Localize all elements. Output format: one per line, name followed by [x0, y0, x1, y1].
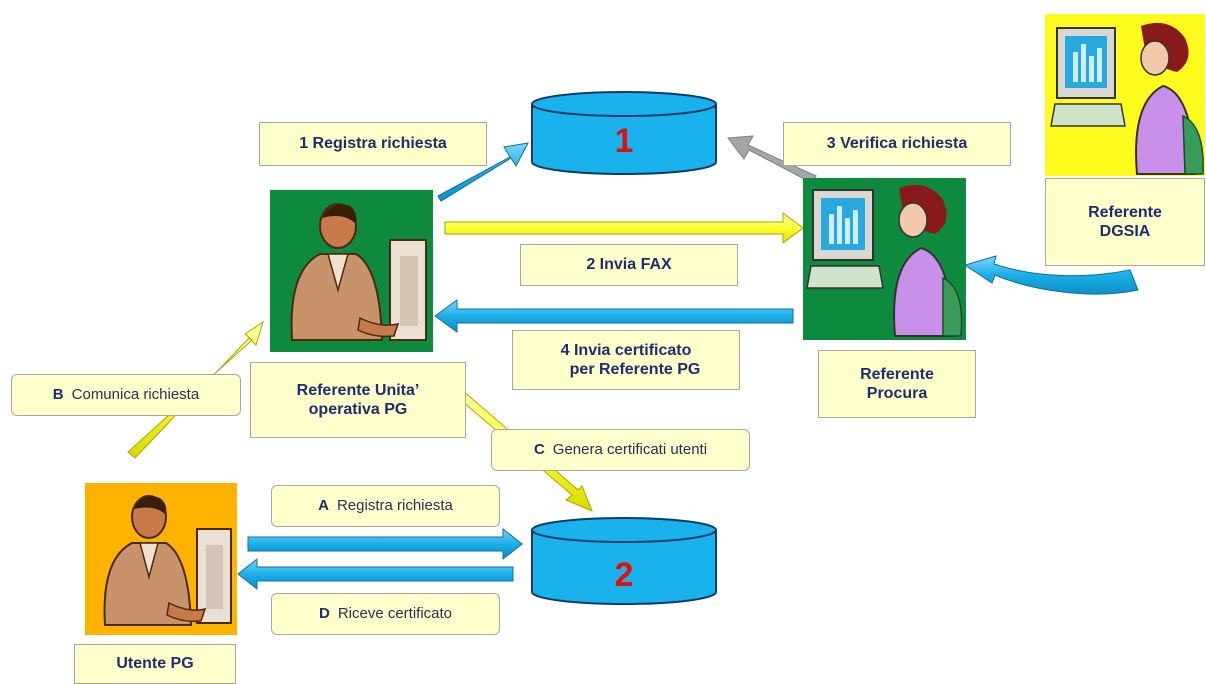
referente-procura-label: Referente Procura: [818, 350, 976, 418]
referente-dgsia-label: Referente DGSIA: [1045, 178, 1205, 266]
step-a-label: A Registra richiesta: [271, 485, 500, 527]
arrow-send-fax: [444, 212, 804, 244]
database-2-label: 2: [615, 556, 634, 594]
step-4-text-line1: 4 Invia certificato: [560, 341, 692, 359]
step-a-text: Registra richiesta: [336, 497, 453, 514]
arrow-register-request: [437, 142, 529, 202]
database-1: 1: [531, 91, 717, 175]
step-c-letter: C: [533, 441, 545, 458]
step-1-label: 1 Registra richiesta: [259, 122, 487, 166]
step-3-label: 3 Verifica richiesta: [783, 122, 1011, 166]
step-b-text: Comunica richiesta: [71, 386, 200, 403]
step-b-letter: B: [52, 386, 64, 403]
step-2-label: 2 Invia FAX: [520, 244, 738, 286]
referente-unita-operativa-pg-label: Referente Unita’ operativa PG: [250, 362, 466, 438]
referente-pg-line1: Referente Unita’: [296, 381, 420, 399]
woman-at-computer-icon: [803, 178, 966, 340]
step-d-letter: D: [318, 605, 330, 622]
step-d-text: Riceve certificato: [337, 605, 453, 622]
step-b-label: B Comunica richiesta: [11, 374, 241, 416]
database-2: 2: [531, 517, 717, 605]
utente-pg-text: Utente PG: [116, 655, 194, 673]
step-4-label: 4 Invia certificato per Referente PG: [512, 330, 740, 390]
man-at-computer-icon: [270, 190, 433, 352]
arrow-communicate-request: [127, 320, 264, 459]
referente-procura-line2: Procura: [866, 385, 928, 402]
arrow-verify-request: [727, 135, 817, 184]
database-1-label: 1: [615, 122, 634, 160]
woman-at-computer-dgsia-icon: [1045, 14, 1205, 176]
step-1-text: 1 Registra richiesta: [299, 135, 447, 153]
utente-pg-label: Utente PG: [74, 644, 236, 684]
step-4-text-line2: per Referente PG: [569, 361, 701, 378]
step-c-text: Genera certificati utenti: [552, 441, 708, 458]
step-c-label: C Genera certificati utenti: [491, 429, 750, 471]
arrow-send-certificate: [434, 299, 794, 333]
referente-dgsia-line2: DGSIA: [1099, 223, 1151, 240]
arrow-user-register: [247, 527, 523, 561]
step-3-text: 3 Verifica richiesta: [826, 135, 968, 153]
referente-dgsia-line1: Referente: [1088, 203, 1162, 221]
step-d-label: D Riceve certificato: [271, 593, 500, 635]
referente-pg-line2: operativa PG: [308, 401, 408, 418]
user-at-computer-icon: [85, 483, 237, 635]
arrow-user-receive: [237, 557, 514, 591]
referente-procura-line1: Referente: [860, 365, 934, 383]
step-a-letter: A: [318, 497, 329, 514]
step-2-text: 2 Invia FAX: [586, 256, 672, 274]
